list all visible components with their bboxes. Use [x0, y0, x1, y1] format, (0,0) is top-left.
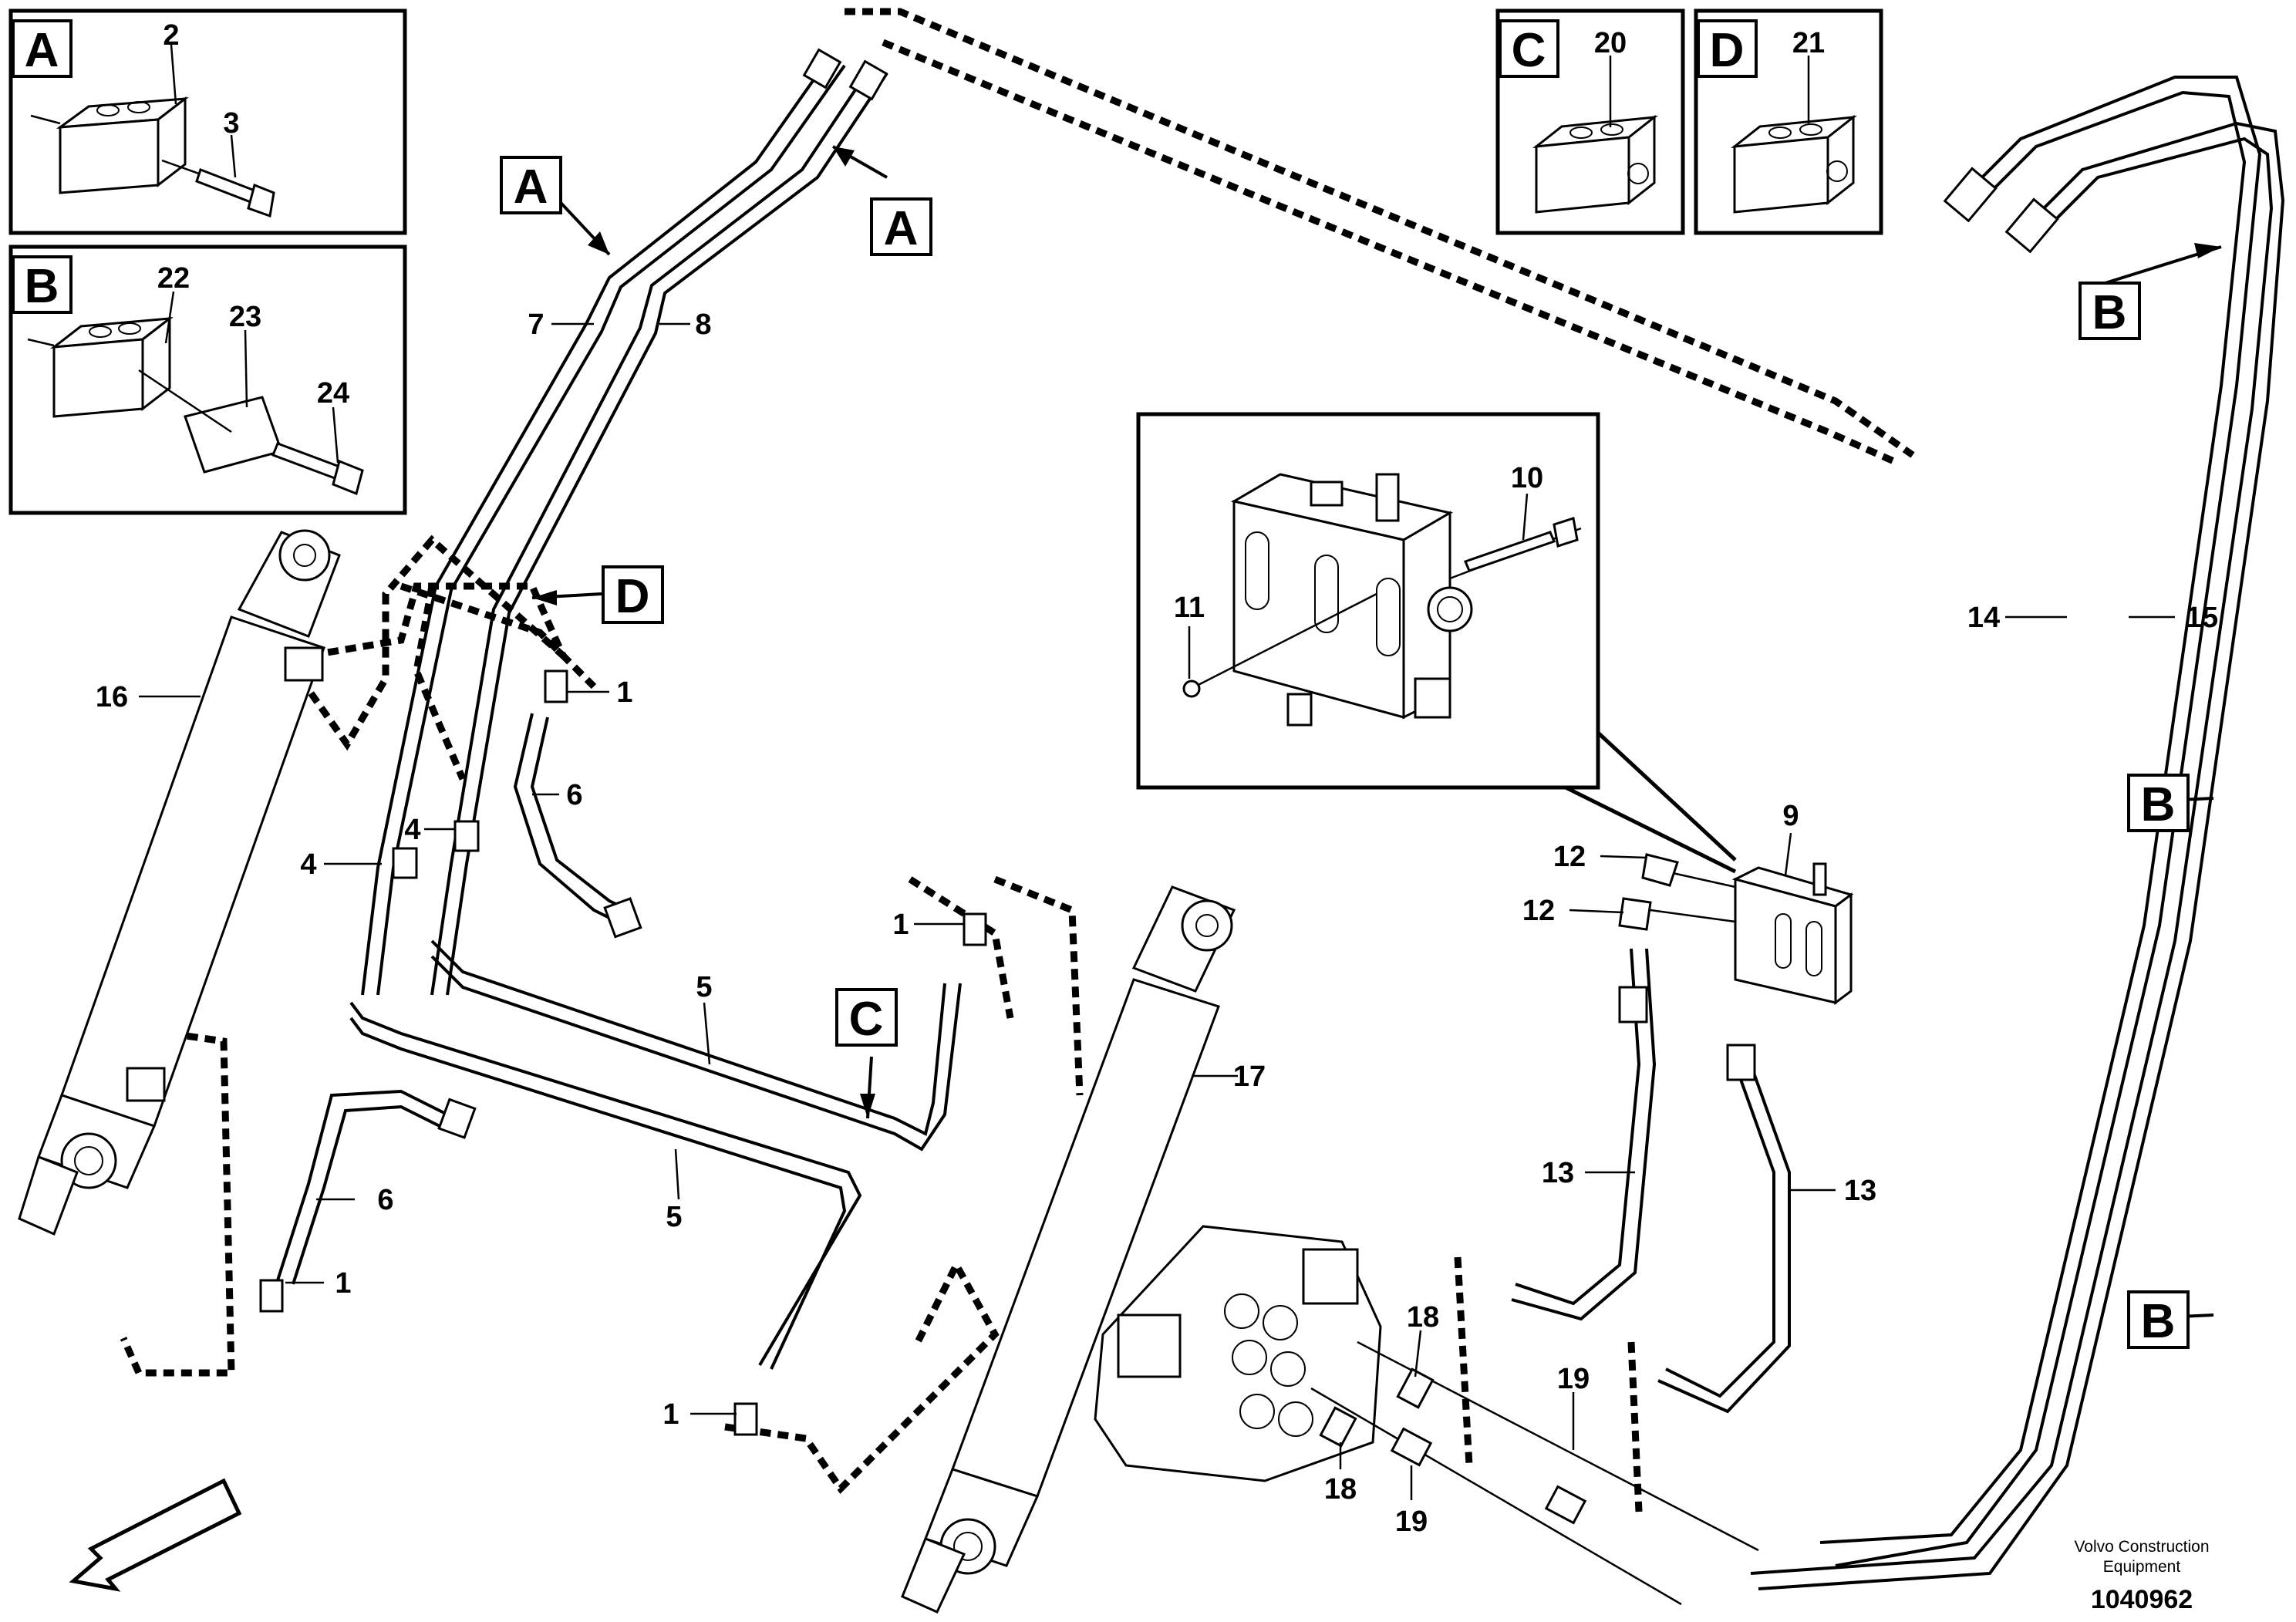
- section-label-a-right: A: [870, 197, 932, 256]
- section-label-a-left: A: [500, 156, 562, 214]
- part-number-3: 3: [223, 107, 239, 140]
- valve-9: [1618, 853, 1854, 1005]
- part-number-24: 24: [317, 377, 349, 410]
- part-number-18-upper: 18: [1407, 1301, 1439, 1334]
- credit-line-2: Equipment: [2103, 1558, 2181, 1576]
- part-number-14: 14: [1967, 602, 2000, 634]
- part-number-19-upper: 19: [1557, 1363, 1590, 1395]
- part-number-22: 22: [157, 262, 190, 295]
- inset-view-b: B 22 23 24: [8, 244, 407, 515]
- section-label-b-middle: B: [2127, 774, 2190, 832]
- svg-text:B: B: [2092, 286, 2127, 339]
- clamp-block-icon: [30, 96, 189, 194]
- part-number-23: 23: [229, 301, 261, 333]
- fitting-icon: [848, 59, 888, 101]
- part-number-5-lower: 5: [666, 1201, 682, 1233]
- view-label-b: B: [25, 260, 59, 313]
- bolt-icon: [161, 159, 275, 218]
- hydraulic-line-5-lower: [349, 1001, 862, 1370]
- tee-fitting-icon: [392, 847, 418, 879]
- section-arrows: [531, 145, 2222, 1325]
- clamp-block-icon: [1532, 114, 1658, 214]
- control-valve-block: [1094, 1225, 1759, 1606]
- inset-view-d: D 21: [1694, 8, 1883, 235]
- hydraulic-line-5-upper: [430, 939, 962, 1152]
- svg-text:B: B: [2141, 1295, 2176, 1348]
- section-label-d: D: [602, 565, 664, 624]
- part-number-13-left: 13: [1542, 1157, 1574, 1189]
- view-label-a: A: [25, 24, 59, 77]
- part-number-1-bottom-left: 1: [335, 1267, 351, 1300]
- footer: Volvo Construction Equipment 1040962: [2074, 1538, 2209, 1614]
- clamp-block-icon: [1731, 114, 1857, 214]
- bolt-icon: [271, 442, 364, 496]
- part-number-11: 11: [1174, 592, 1205, 624]
- part-number-10: 10: [1511, 462, 1543, 494]
- clamp-block-icon: [27, 315, 174, 418]
- part-number-13-right: 13: [1844, 1175, 1876, 1207]
- union-fitting-icon: [733, 1402, 758, 1436]
- svg-text:A: A: [884, 202, 919, 255]
- fittings: [259, 669, 987, 1436]
- valve-block-icon: [1230, 473, 1473, 727]
- part-number-12-upper: 12: [1553, 841, 1586, 873]
- hose-14-15: [1750, 76, 2285, 1590]
- section-label-b-bottom: B: [2127, 1290, 2190, 1349]
- view-label-c: C: [1512, 24, 1546, 77]
- part-number-20: 20: [1594, 27, 1627, 59]
- tee-fitting-icon: [453, 820, 480, 852]
- section-label-c: C: [835, 988, 898, 1047]
- svg-text:B: B: [2141, 778, 2176, 831]
- view-label-d: D: [1710, 24, 1745, 77]
- part-number-4-right: 4: [404, 814, 420, 846]
- union-fitting-icon: [963, 912, 987, 946]
- hose-13-right: [1657, 1044, 1791, 1414]
- union-fitting-icon: [259, 1279, 284, 1313]
- part-number-16: 16: [96, 681, 128, 713]
- part-number-7: 7: [528, 309, 544, 341]
- part-number-19-lower: 19: [1395, 1506, 1428, 1538]
- part-number-15: 15: [2186, 602, 2218, 634]
- credit-line-1: Volvo Construction: [2074, 1538, 2209, 1556]
- cylinder-16: [18, 529, 341, 1236]
- part-number-18-lower: 18: [1324, 1473, 1357, 1506]
- union-fitting-icon: [544, 669, 568, 703]
- part-number-6-top: 6: [566, 779, 582, 811]
- part-number-4-left: 4: [300, 848, 316, 881]
- part-number-21: 21: [1792, 27, 1825, 59]
- valve-detail-inset: 10 11: [1136, 412, 1737, 874]
- part-number-17: 17: [1233, 1061, 1266, 1093]
- part-number-6-bottom: 6: [377, 1184, 393, 1216]
- part-number-1-center: 1: [892, 909, 909, 941]
- svg-text:D: D: [615, 570, 650, 623]
- part-number-2: 2: [163, 19, 179, 52]
- cylinder-17: [901, 885, 1236, 1614]
- part-number-5-upper: 5: [696, 971, 712, 1003]
- hydraulic-line-8: [430, 64, 888, 996]
- part-number-1-top: 1: [616, 676, 632, 709]
- callouts: 7 8 16 1 6 4 4 1 5 5 17 6 1 1 9 12 12: [96, 309, 2218, 1538]
- part-number-12-lower: 12: [1522, 895, 1555, 927]
- dashed-routing-outlines: [120, 8, 1915, 1512]
- section-label-b-top: B: [2079, 282, 2141, 340]
- fitting-icon: [802, 48, 842, 89]
- hose-13-left: [1511, 948, 1657, 1321]
- part-number-8: 8: [695, 309, 711, 341]
- inset-view-c: C 20: [1495, 8, 1685, 235]
- forward-direction-arrow-icon: [69, 1478, 242, 1592]
- svg-text:A: A: [514, 160, 548, 214]
- svg-text:C: C: [849, 993, 884, 1046]
- part-number-9: 9: [1782, 800, 1799, 832]
- hose-6-upper: [513, 713, 642, 939]
- cover-plate-icon: [138, 369, 283, 474]
- hose-6-lower: [276, 1089, 477, 1285]
- hydraulic-line-7: [361, 56, 846, 996]
- part-number-1-bottom-center: 1: [663, 1398, 679, 1431]
- inset-view-a: A 2 3: [8, 8, 407, 235]
- document-number: 1040962: [2091, 1585, 2193, 1614]
